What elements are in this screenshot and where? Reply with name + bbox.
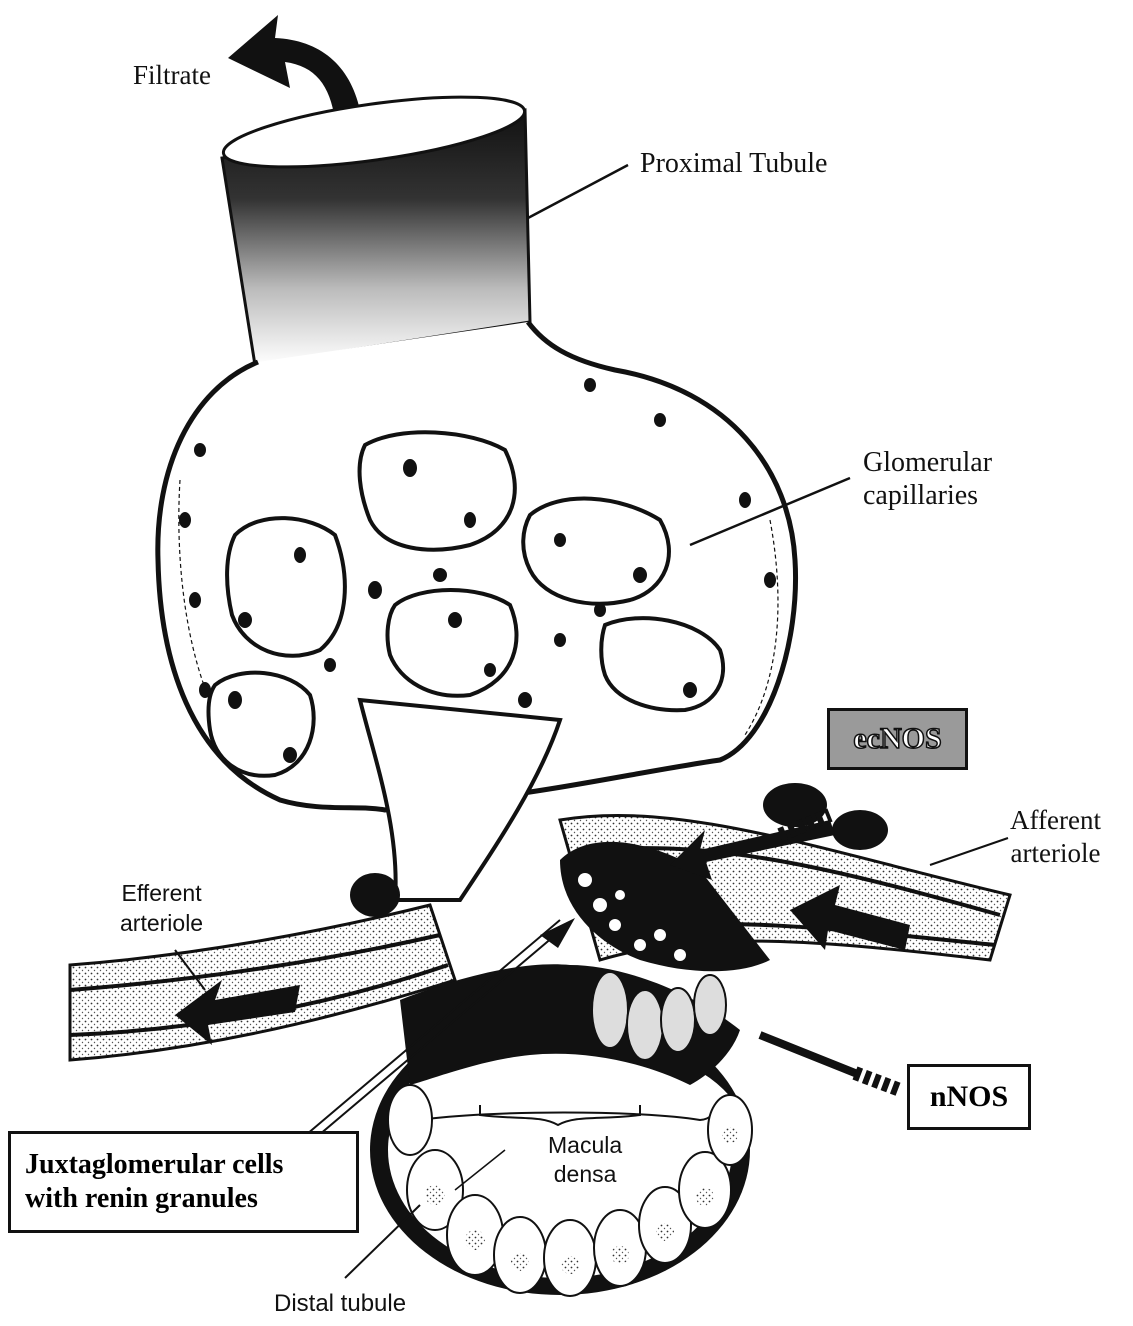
nnos-pointer	[760, 1035, 860, 1075]
proximal-tubule-label: Proximal Tubule	[640, 148, 827, 180]
proximal-tubule-pointer	[528, 165, 628, 218]
juxtaglomerular-line2: with renin granules	[25, 1182, 356, 1216]
efferent-arteriole-label: Efferent arteriole	[120, 878, 203, 938]
afferent-line1: Afferent	[1010, 804, 1101, 837]
afferent-arteriole-label: Afferent arteriole	[1010, 804, 1101, 870]
ecnos-label: ecNOS	[830, 711, 965, 767]
glomerular-capillaries-line1: Glomerular	[863, 446, 992, 479]
nnos-box: nNOS	[907, 1064, 1031, 1130]
vascular-stalk	[360, 700, 560, 900]
macula-densa-label: Macula densa	[548, 1131, 622, 1189]
efferent-line1: Efferent	[120, 878, 203, 908]
glomerular-capillaries-label: Glomerular capillaries	[863, 446, 992, 512]
juxtaglomerular-line1: Juxtaglomerular cells	[25, 1148, 356, 1182]
distal-tubule-label: Distal tubule	[274, 1290, 406, 1318]
proximal-tubule	[220, 83, 530, 365]
efferent-line2: arteriole	[120, 908, 203, 938]
afferent-line2: arteriole	[1010, 837, 1101, 870]
filtrate-arrow	[228, 15, 360, 120]
glomerular-capillaries-line2: capillaries	[863, 479, 992, 512]
macula-line1: Macula	[548, 1131, 622, 1160]
nnos-dashes	[855, 1073, 900, 1090]
macula-line2: densa	[548, 1160, 622, 1189]
juxtaglomerular-box: Juxtaglomerular cells with renin granule…	[8, 1131, 359, 1233]
afferent-pointer	[930, 838, 1008, 865]
filtrate-label: Filtrate	[133, 60, 211, 91]
ecnos-box: ecNOS	[827, 708, 968, 770]
nnos-label: nNOS	[910, 1067, 1028, 1127]
